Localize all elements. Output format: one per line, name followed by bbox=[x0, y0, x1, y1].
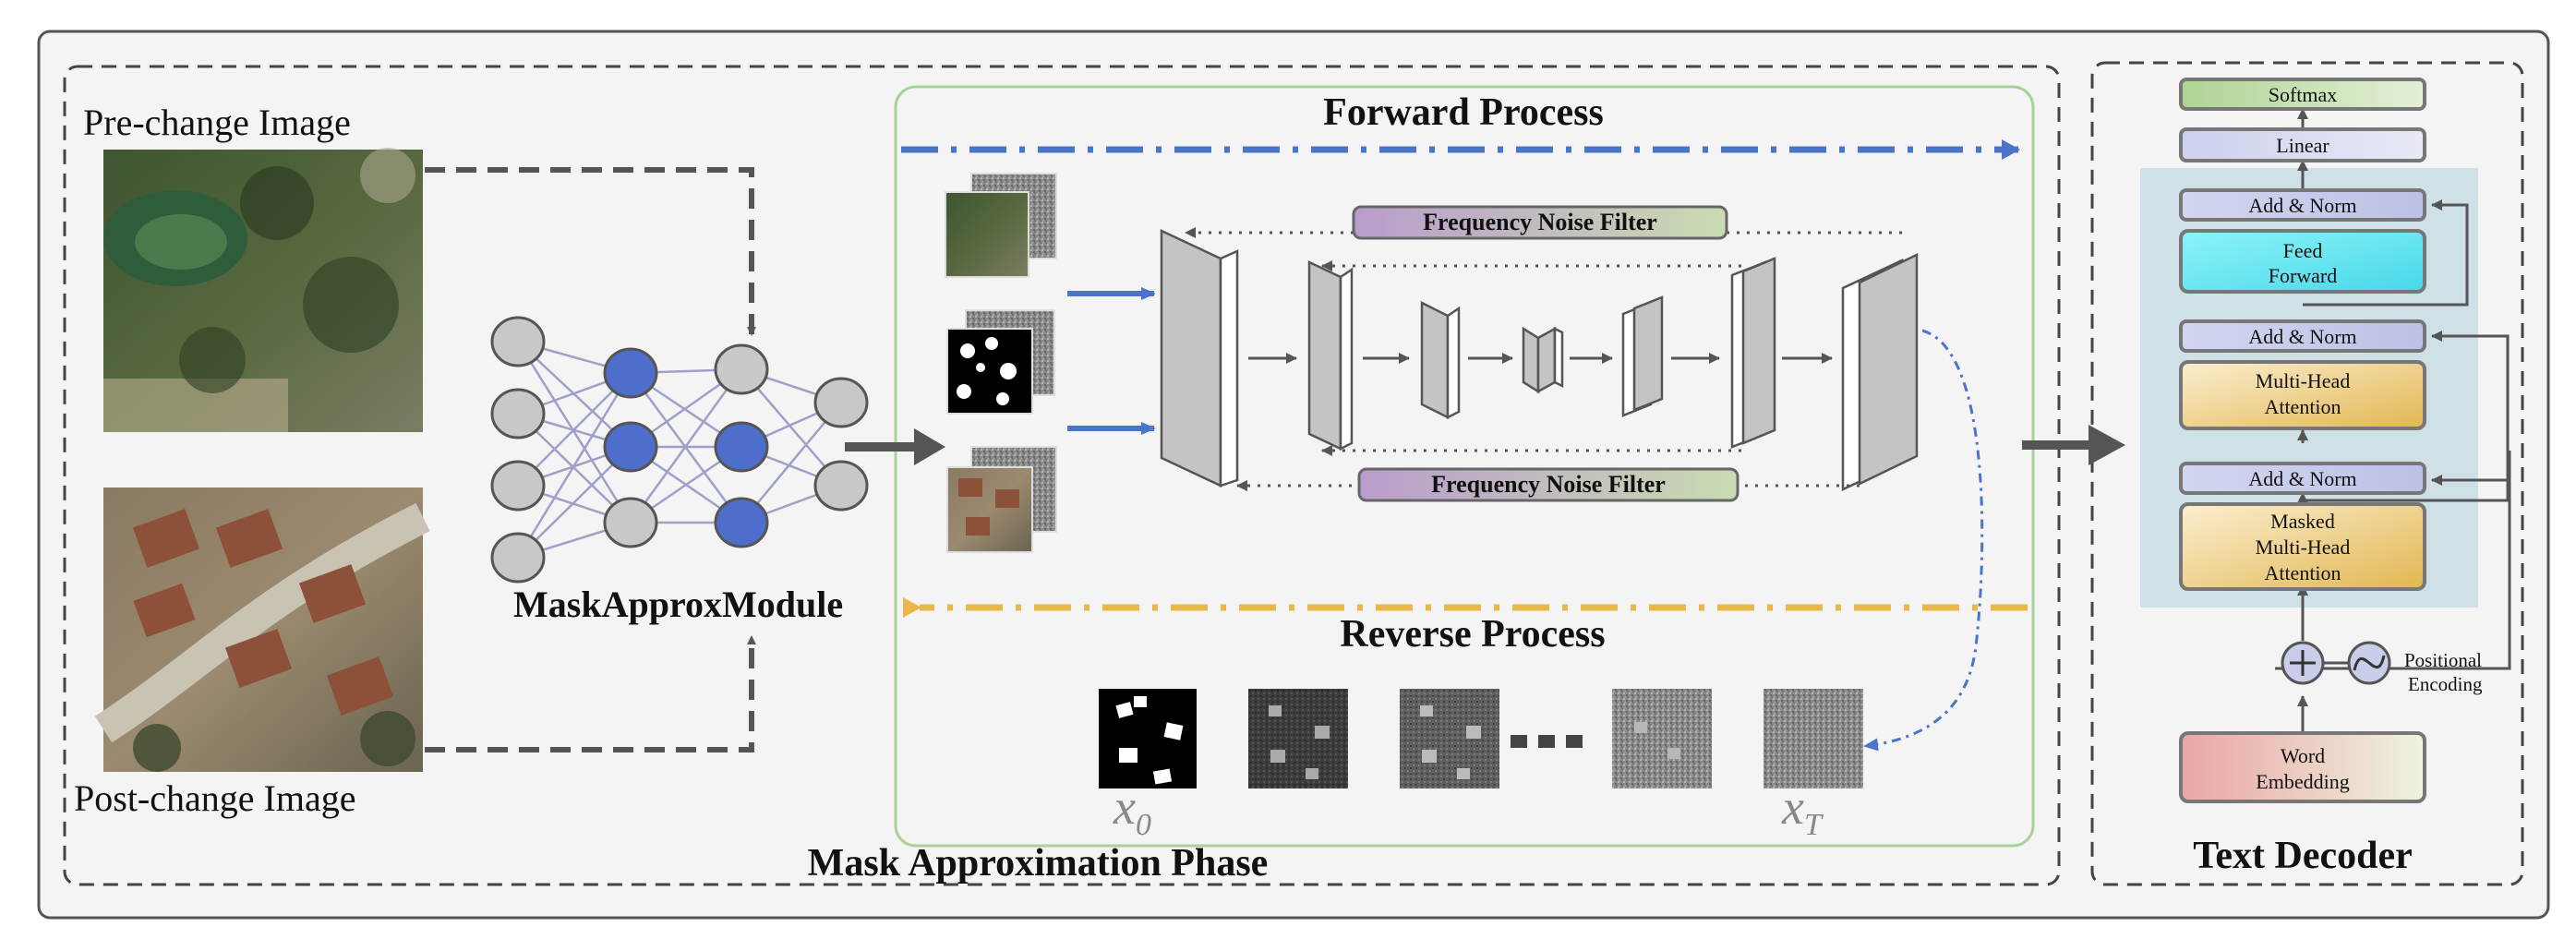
add-norm-3-label: Add & Norm bbox=[2248, 467, 2356, 490]
mask-phase-panel bbox=[63, 65, 2061, 886]
add-norm-2-label: Add & Norm bbox=[2248, 325, 2356, 348]
add-norm-block-2 bbox=[2179, 319, 2426, 353]
pos-encoding-label-2: Encoding bbox=[2408, 673, 2483, 695]
add-norm-1-label: Add & Norm bbox=[2248, 194, 2356, 217]
post-change-label: Post-change Image bbox=[74, 777, 355, 819]
linear-label: Linear bbox=[2276, 134, 2329, 157]
softmax-label: Softmax bbox=[2269, 83, 2338, 106]
softmax-block bbox=[2179, 78, 2426, 111]
feed-forward-block bbox=[2179, 229, 2426, 294]
network-neurons bbox=[490, 316, 869, 584]
word-embedding-label-2: Embedding bbox=[2256, 770, 2349, 793]
text-decoder-label: Text Decoder bbox=[2193, 835, 2413, 877]
mha-label-2: Attention bbox=[2264, 395, 2341, 418]
add-norm-block-3 bbox=[2179, 462, 2426, 495]
pos-encoding-label-1: Positional bbox=[2404, 649, 2482, 671]
feed-forward-label-2: Forward bbox=[2269, 264, 2338, 287]
mask-sequence bbox=[1099, 689, 1863, 788]
linear-block bbox=[2179, 127, 2426, 163]
frequency-noise-filter-top: Frequency Noise Filter bbox=[1352, 205, 1728, 240]
masked-label-2: Multi-Head bbox=[2256, 536, 2351, 559]
mask-module-label: MaskApproxModule bbox=[513, 584, 843, 625]
frequency-filter-bottom-label: Frequency Noise Filter bbox=[1431, 471, 1666, 498]
forward-process-label: Forward Process bbox=[1323, 91, 1604, 134]
text-decoder-panel bbox=[2090, 61, 2524, 886]
word-embedding-block bbox=[2179, 731, 2426, 803]
word-embedding-label-1: Word bbox=[2281, 744, 2325, 767]
decoder-connectors bbox=[2275, 108, 2511, 803]
masked-attention-block bbox=[2179, 502, 2426, 591]
mask-phase-label: Mask Approximation Phase bbox=[808, 842, 1269, 885]
masked-label-3: Attention bbox=[2264, 561, 2341, 584]
post-image-arrow bbox=[425, 635, 756, 752]
module-to-diffusion-arrow bbox=[845, 428, 945, 465]
masked-label-1: Masked bbox=[2270, 510, 2335, 533]
frequency-filter-top-label: Frequency Noise Filter bbox=[1423, 209, 1657, 235]
post-change-image bbox=[94, 488, 430, 772]
mha-label-1: Multi-Head bbox=[2256, 369, 2351, 392]
xT-label: xT bbox=[1781, 779, 1824, 842]
feed-forward-label-1: Feed bbox=[2283, 239, 2323, 262]
multi-head-attention-block bbox=[2179, 360, 2426, 430]
add-norm-block-1 bbox=[2179, 188, 2426, 222]
reverse-process-label: Reverse Process bbox=[1340, 613, 1605, 656]
pre-image-arrow bbox=[425, 167, 756, 336]
frequency-noise-filter-bottom: Frequency Noise Filter bbox=[1357, 467, 1739, 502]
pre-change-label: Pre-change Image bbox=[83, 102, 351, 143]
input-thumbnails bbox=[945, 173, 1057, 553]
unet bbox=[1160, 229, 1919, 491]
phase-to-decoder-arrow bbox=[2022, 425, 2125, 465]
x0-label: x0 bbox=[1113, 779, 1151, 842]
unet-to-noise-arrow bbox=[1863, 329, 1984, 752]
pre-change-image bbox=[103, 148, 423, 432]
